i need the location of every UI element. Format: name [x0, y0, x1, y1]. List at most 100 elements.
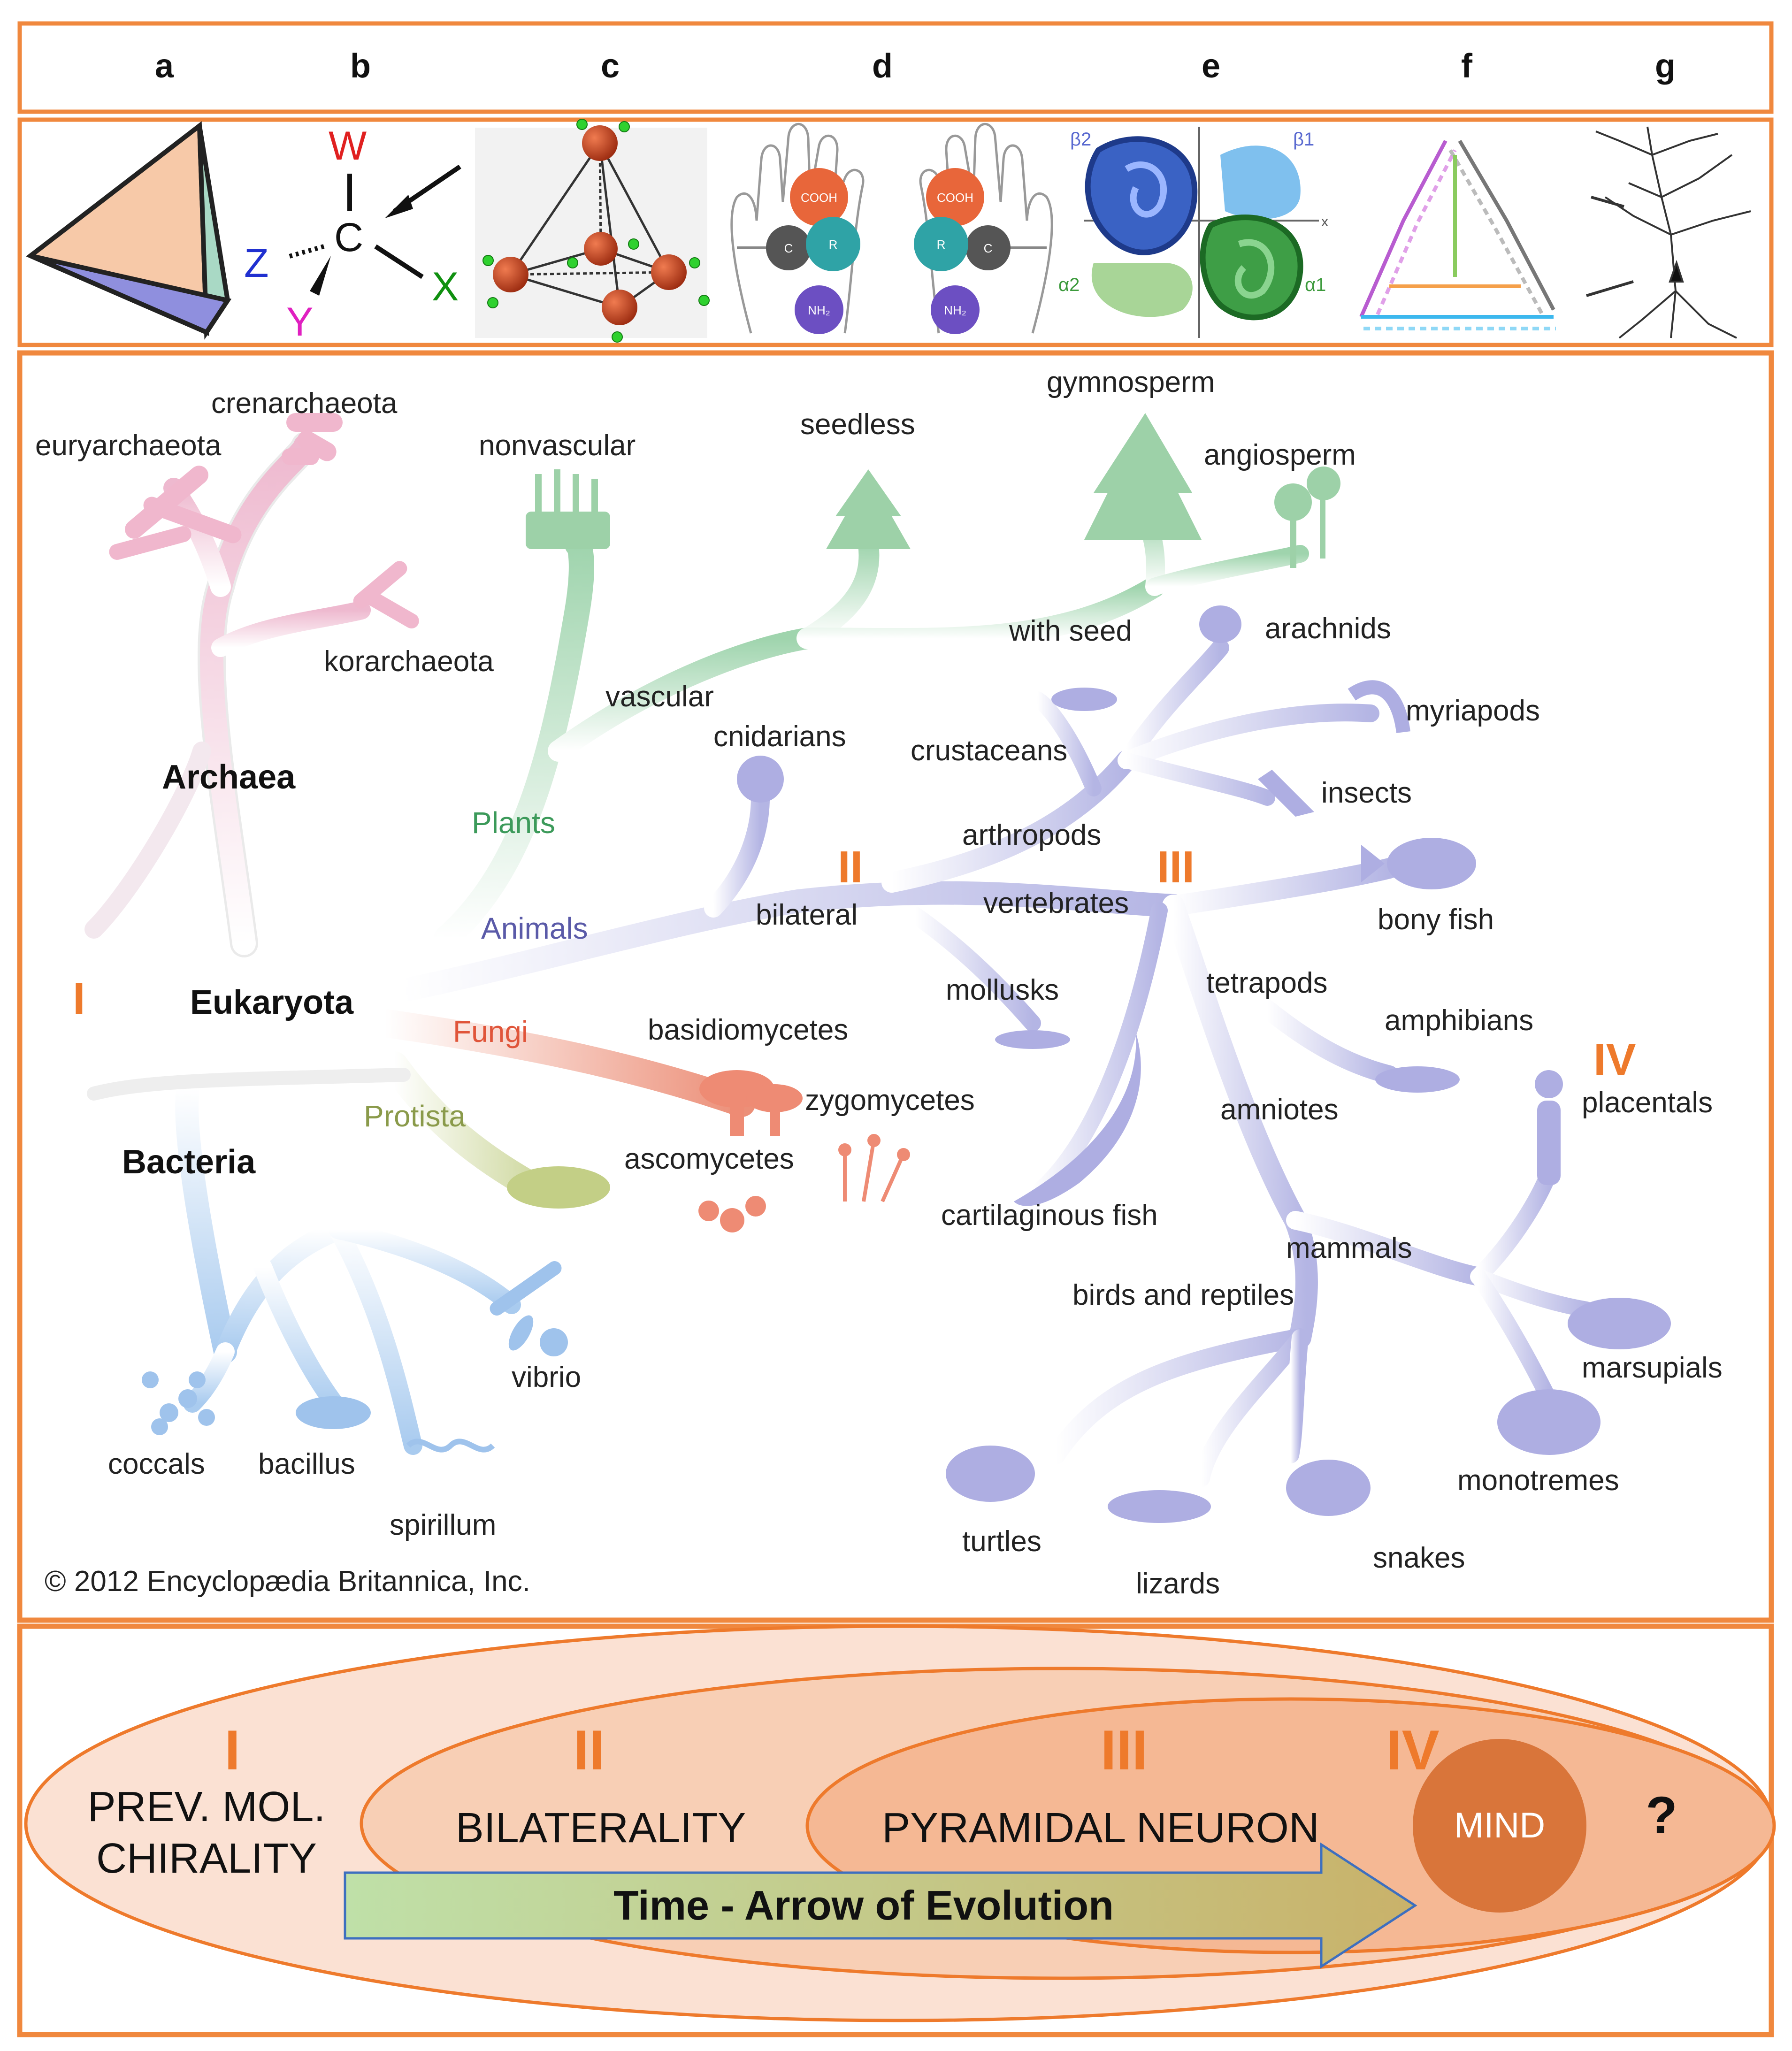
atom-x: X — [432, 264, 459, 309]
label-basidiomycetes: basidiomycetes — [648, 1014, 848, 1046]
label-nonvascular: nonvascular — [479, 429, 636, 462]
roman-iv: IV — [1593, 1034, 1636, 1085]
letter-f: f — [1461, 47, 1473, 85]
label-ascomycetes: ascomycetes — [624, 1143, 794, 1175]
archaea-branch — [84, 432, 371, 957]
copyright: © 2012 Encyclopædia Britannica, Inc. — [45, 1565, 530, 1598]
label-birds-reptiles: birds and reptiles — [1072, 1279, 1294, 1311]
dna-triangle-icon — [1359, 139, 1556, 330]
label-alpha1: α1 — [1305, 275, 1326, 295]
label-angiosperm: angiosperm — [1204, 439, 1356, 471]
label-turtles: turtles — [962, 1525, 1042, 1558]
label-vertebrates: vertebrates — [983, 887, 1129, 919]
right-cooh: COOH — [937, 191, 973, 205]
stage-roman-iv: IV — [1386, 1719, 1439, 1782]
icons-frame — [17, 117, 1774, 347]
stage-chirality-line2: CHIRALITY — [96, 1835, 317, 1882]
left-cooh: COOH — [801, 191, 837, 205]
group-protista: Protista — [364, 1099, 466, 1133]
group-animals: Animals — [481, 911, 588, 945]
stage-roman-iii: III — [1101, 1719, 1148, 1782]
group-archaea: Archaea — [162, 758, 296, 796]
left-nh2: NH₂ — [808, 303, 830, 317]
fungi-icons — [698, 1070, 910, 1232]
letter-e: e — [1202, 47, 1220, 85]
molecular-cluster-icon — [475, 119, 710, 343]
time-arrow: Time - Arrow of Evolution — [344, 1842, 1417, 1969]
animals-branch — [392, 639, 1594, 1487]
label-alpha2: α2 — [1058, 275, 1080, 295]
right-r: R — [937, 237, 946, 252]
arrow-label: Time - Arrow of Evolution — [613, 1882, 1114, 1929]
letter-d: d — [872, 47, 893, 85]
plants-icons — [526, 413, 1340, 568]
mind-circle — [1413, 1739, 1586, 1913]
protista-icon — [507, 1166, 610, 1209]
stage-bilaterality: BILATERALITY — [456, 1805, 746, 1852]
label-crenarchaeota: crenarchaeota — [211, 387, 398, 420]
label-beta2: β2 — [1070, 129, 1091, 150]
bacteria-icons — [142, 1261, 568, 1453]
label-placentals: placentals — [1582, 1087, 1713, 1119]
label-crustaceans: crustaceans — [911, 735, 1067, 767]
label-myriapods: myriapods — [1406, 695, 1540, 727]
label-korarchaeota: korarchaeota — [324, 645, 494, 678]
letter-a: a — [155, 47, 174, 85]
label-bony-fish: bony fish — [1378, 903, 1494, 936]
chiral-carbon-icon: W C Z Y X — [244, 123, 461, 344]
label-seedless: seedless — [800, 408, 915, 441]
pyramidal-neuron-icon — [1586, 126, 1751, 339]
label-beta1: β1 — [1293, 129, 1314, 150]
label-zygomycetes: zygomycetes — [805, 1084, 975, 1117]
label-cartilaginous-fish: cartilaginous fish — [941, 1199, 1158, 1232]
label-cnidarians: cnidarians — [713, 720, 846, 753]
label-monotremes: monotremes — [1457, 1464, 1619, 1497]
label-bilateral: bilateral — [756, 899, 858, 931]
letter-c: c — [601, 47, 620, 85]
animals-icons — [737, 605, 1671, 1523]
label-amniotes: amniotes — [1220, 1094, 1339, 1126]
label-arachnids: arachnids — [1265, 612, 1391, 645]
label-lizards: lizards — [1136, 1568, 1220, 1600]
roman-iii: III — [1157, 842, 1195, 892]
label-spirillum: spirillum — [390, 1509, 496, 1541]
label-vascular: vascular — [605, 681, 714, 713]
mind-label: MIND — [1454, 1806, 1545, 1845]
roman-ii: II — [838, 842, 863, 892]
chirality-hands-icon: COOH R C NH₂ COOH R C NH₂ — [730, 122, 1053, 334]
label-arthropods: arthropods — [962, 819, 1101, 851]
stage-question: ? — [1646, 1786, 1677, 1844]
label-insects: insects — [1321, 777, 1412, 809]
label-marsupials: marsupials — [1582, 1352, 1723, 1384]
archaea-icons — [109, 413, 419, 628]
tetrahedron-icon — [26, 121, 232, 340]
letter-b: b — [350, 47, 371, 85]
left-c: C — [784, 241, 793, 255]
group-bacteria: Bacteria — [122, 1143, 256, 1181]
hemoglobin-icon: β2 β1 α2 α1 x — [1058, 127, 1328, 338]
left-r: R — [829, 237, 838, 252]
label-euryarchaeota: euryarchaeota — [35, 429, 222, 462]
bacteria-branch — [87, 1068, 521, 1455]
group-eukaryota: Eukaryota — [190, 984, 354, 1021]
label-bacillus: bacillus — [258, 1448, 355, 1480]
fungi-branch — [371, 1009, 756, 1117]
label-mammals: mammals — [1286, 1232, 1412, 1264]
right-nh2: NH₂ — [944, 303, 966, 317]
label-axis-x: x — [1321, 214, 1328, 230]
atom-w: W — [329, 123, 367, 168]
label-amphibians: amphibians — [1385, 1004, 1533, 1037]
atom-y: Y — [286, 299, 313, 344]
roman-i: I — [73, 973, 85, 1024]
label-with-seed: with seed — [1009, 615, 1132, 647]
letter-g: g — [1655, 47, 1676, 85]
right-c: C — [984, 241, 993, 255]
label-coccals: coccals — [108, 1448, 205, 1480]
letters-frame — [17, 21, 1774, 114]
group-fungi: Fungi — [453, 1015, 528, 1048]
label-mollusks: mollusks — [946, 974, 1059, 1006]
label-tetrapods: tetrapods — [1206, 967, 1328, 999]
atom-z: Z — [244, 241, 269, 286]
stage-roman-i: I — [224, 1719, 240, 1782]
